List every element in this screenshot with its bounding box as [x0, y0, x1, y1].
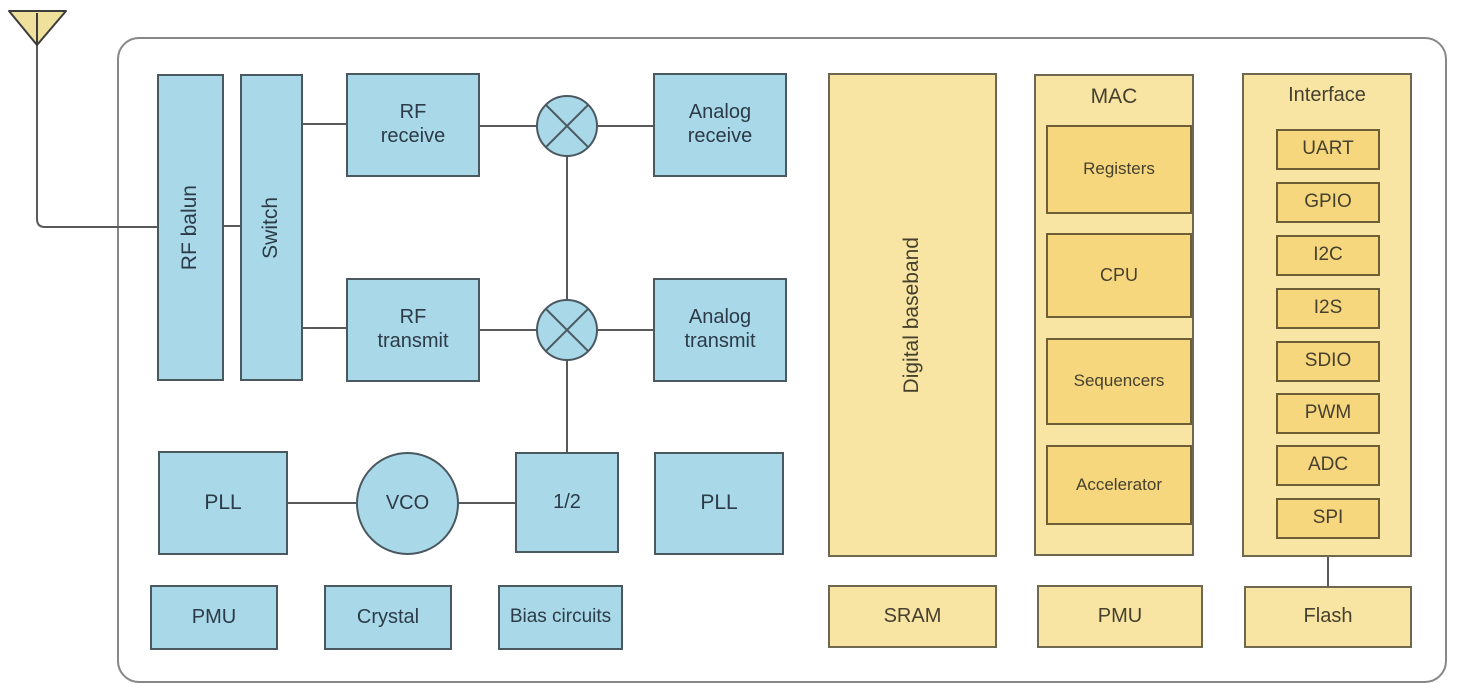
uart-block: UART [1276, 129, 1380, 170]
analog-transmit-label: Analog transmit [684, 306, 756, 352]
sram-label: SRAM [883, 604, 942, 627]
pll-left-label: PLL [204, 490, 242, 514]
gpio-label: GPIO [1304, 191, 1352, 213]
i2s-label: I2S [1313, 297, 1343, 319]
adc-block: ADC [1276, 445, 1380, 486]
analog-receive-block: Analog receive [653, 73, 787, 177]
rf-transmit-block: RF transmit [346, 278, 480, 382]
pll-left-block: PLL [158, 451, 288, 555]
rf-receive-block: RF receive [346, 73, 480, 177]
mac-group-label: MAC [1090, 85, 1138, 108]
digital-baseband-label: Digital baseband [900, 236, 924, 394]
vco-block: VCO [356, 452, 459, 555]
pwm-block: PWM [1276, 393, 1380, 434]
crystal-block: Crystal [324, 585, 452, 650]
sdio-block: SDIO [1276, 341, 1380, 382]
digital-baseband-block: Digital baseband [828, 73, 997, 557]
sequencers-label: Sequencers [1073, 371, 1165, 391]
analog-receive-label: Analog receive [687, 101, 753, 147]
sdio-label: SDIO [1304, 350, 1352, 372]
pll-right-block: PLL [654, 452, 784, 555]
switch-label: Switch [259, 196, 283, 259]
flash-label: Flash [1303, 605, 1353, 628]
pmu-right-block: PMU [1037, 585, 1203, 648]
analog-transmit-block: Analog transmit [653, 278, 787, 382]
sram-block: SRAM [828, 585, 997, 648]
pmu-left-block: PMU [150, 585, 278, 650]
rf-receive-label: RF receive [380, 101, 446, 147]
accelerator-label: Accelerator [1076, 474, 1162, 494]
gpio-block: GPIO [1276, 182, 1380, 223]
vco-label: VCO [385, 491, 430, 514]
i2c-label: I2C [1313, 244, 1343, 266]
antenna-icon [8, 10, 67, 46]
accelerator-block: Accelerator [1046, 445, 1192, 525]
adc-label: ADC [1307, 454, 1349, 476]
rf-transmit-label: RF transmit [377, 306, 449, 352]
pwm-label: PWM [1304, 402, 1352, 424]
spi-label: SPI [1312, 507, 1344, 529]
registers-block: Registers [1046, 125, 1192, 214]
rf-balun-block: RF balun [157, 74, 224, 381]
switch-block: Switch [240, 74, 303, 381]
flash-block: Flash [1244, 586, 1412, 648]
uart-label: UART [1302, 138, 1354, 160]
sequencers-block: Sequencers [1046, 338, 1192, 425]
bias-circuits-block: Bias circuits [498, 585, 623, 650]
divide-by-two-block: 1/2 [515, 452, 619, 553]
cpu-label: CPU [1099, 264, 1138, 285]
crystal-label: Crystal [356, 605, 420, 628]
bias-circuits-label: Bias circuits [509, 606, 612, 628]
i2c-block: I2C [1276, 235, 1380, 276]
pll-right-label: PLL [700, 491, 738, 515]
pmu-left-label: PMU [191, 605, 237, 628]
registers-label: Registers [1083, 159, 1155, 179]
divide-by-two-label: 1/2 [553, 490, 581, 513]
spi-block: SPI [1276, 498, 1380, 539]
cpu-block: CPU [1046, 233, 1192, 318]
i2s-block: I2S [1276, 288, 1380, 329]
rf-balun-label: RF balun [178, 184, 202, 271]
pmu-right-label: PMU [1097, 604, 1143, 627]
interface-group-label: Interface [1288, 84, 1366, 106]
